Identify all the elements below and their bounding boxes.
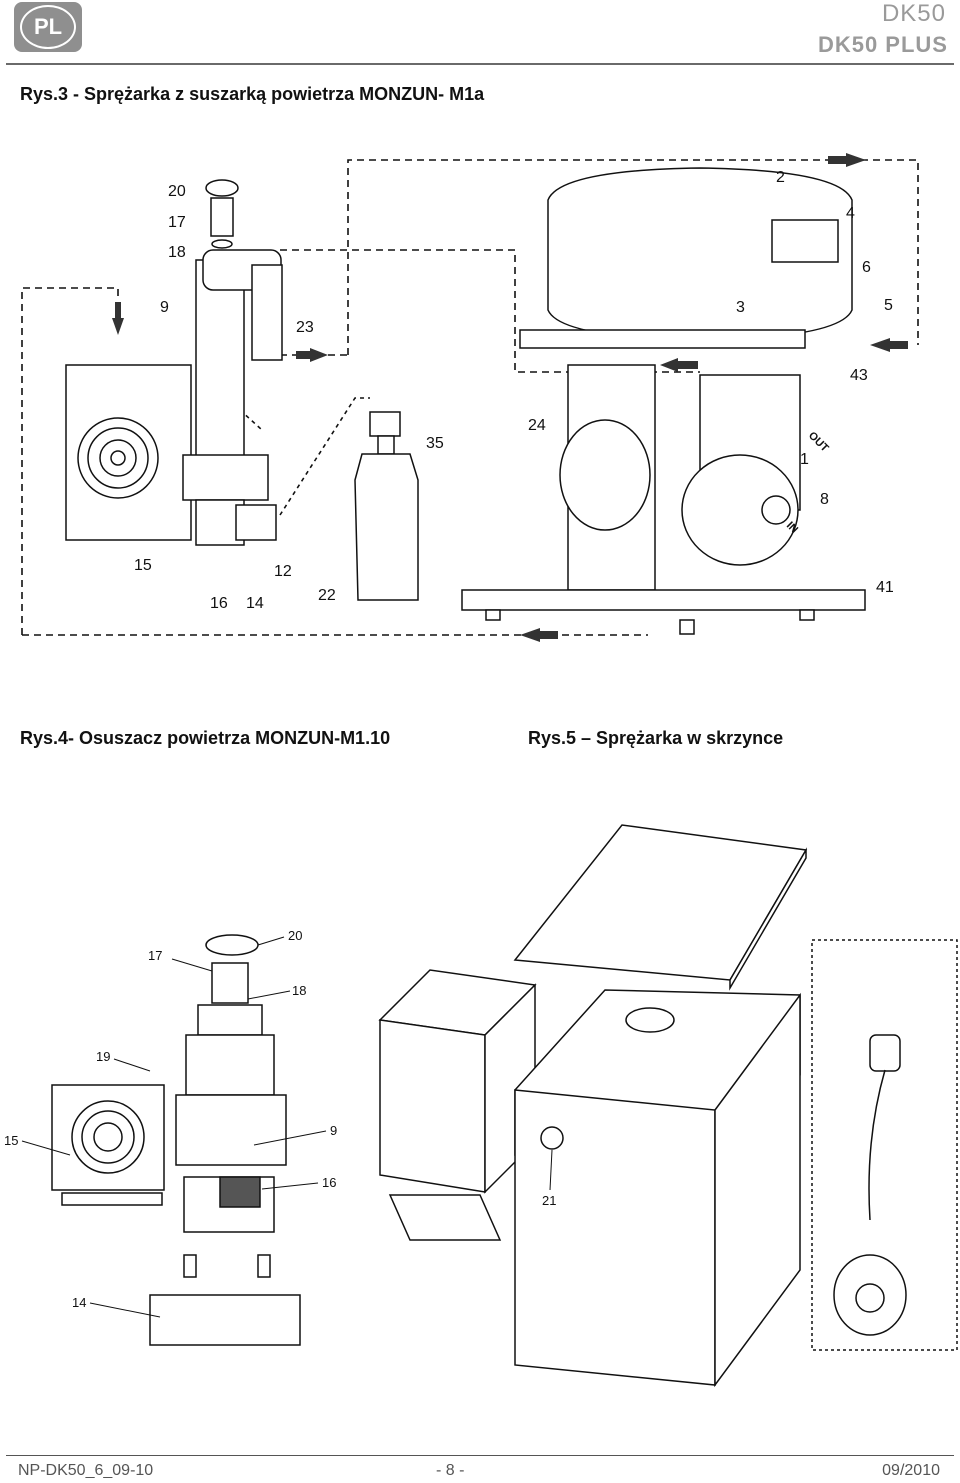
footer-divider bbox=[6, 1455, 954, 1456]
callout-12: 12 bbox=[274, 563, 292, 580]
callout-3: 3 bbox=[736, 299, 745, 316]
callout-20: 20 bbox=[288, 928, 302, 943]
compressor-motor bbox=[681, 454, 799, 566]
pressure-switch bbox=[771, 219, 839, 263]
header-divider bbox=[6, 63, 954, 65]
callout-14: 14 bbox=[72, 1295, 86, 1310]
callout-18: 18 bbox=[292, 983, 306, 998]
callout-20: 20 bbox=[168, 183, 186, 200]
callout-41: 41 bbox=[876, 579, 894, 596]
callout-43: 43 bbox=[850, 367, 868, 384]
language-code: PL bbox=[20, 5, 76, 49]
callout-17: 17 bbox=[168, 214, 186, 231]
callout-19: 19 bbox=[96, 1049, 110, 1064]
cabinet-lid bbox=[513, 824, 808, 981]
callout-4: 4 bbox=[846, 205, 855, 222]
callout-17: 17 bbox=[148, 948, 162, 963]
condensate-bottle bbox=[354, 453, 419, 601]
small-box-front bbox=[379, 1019, 486, 1193]
callout-15: 15 bbox=[4, 1133, 18, 1148]
figure3-title: Rys.3 - Sprężarka z suszarką powietrza M… bbox=[20, 84, 485, 104]
condensate-bottle-cap bbox=[369, 411, 401, 437]
page-number: - 8 - bbox=[436, 1462, 465, 1479]
callout-5: 5 bbox=[884, 297, 893, 314]
model-name-plus: DK50 PLUS bbox=[817, 32, 948, 57]
callout-2: 2 bbox=[776, 169, 785, 186]
model-name: DK50 bbox=[881, 0, 946, 27]
callout-23: 23 bbox=[296, 319, 314, 336]
figure4-drawing: 17 20 18 19 15 9 16 14 bbox=[4, 928, 337, 1346]
dashed-hose-top bbox=[347, 159, 919, 355]
callout-14: 14 bbox=[246, 595, 264, 612]
callout-16: 16 bbox=[322, 1175, 336, 1190]
callout-22: 22 bbox=[318, 587, 336, 604]
callout-15: 15 bbox=[134, 557, 152, 574]
callout-35: 35 bbox=[426, 435, 444, 452]
callout-24: 24 bbox=[528, 417, 546, 434]
dryer-column bbox=[175, 1094, 287, 1166]
figure5-drawing: 21 bbox=[378, 824, 958, 1388]
callout-6: 6 bbox=[862, 259, 871, 276]
document-code: NP-DK50_6_09-10 bbox=[18, 1462, 154, 1479]
filter-cartridge bbox=[210, 197, 234, 237]
filter-cartridge bbox=[211, 962, 249, 1004]
language-badge: PL bbox=[14, 2, 82, 52]
filter-cap bbox=[205, 934, 259, 956]
pressure-gauge bbox=[540, 1126, 564, 1150]
figure5-caption: Rys.5 – Sprężarka w skrzynce bbox=[528, 728, 784, 748]
callout-16: 16 bbox=[210, 595, 228, 612]
compressor-base bbox=[388, 1194, 502, 1241]
out-label: OUT bbox=[806, 430, 831, 455]
callout-21: 21 bbox=[542, 1193, 556, 1208]
callout-9: 9 bbox=[160, 299, 169, 316]
base-plate bbox=[461, 589, 866, 611]
figure4-caption: Rys.4- Osuszacz powietrza MONZUN-M1.10 bbox=[20, 728, 391, 748]
document-date: 09/2010 bbox=[882, 1462, 940, 1479]
callout-18: 18 bbox=[168, 244, 186, 261]
callout-1: 1 bbox=[800, 451, 809, 468]
solenoid-valve-block bbox=[149, 1294, 301, 1346]
figure3-drawing: OUT IN 20 17 18 9 23 15 16 14 12 35 22 2… bbox=[21, 153, 919, 642]
detail-inset bbox=[811, 939, 958, 1351]
dryer-column bbox=[195, 259, 245, 461]
callout-8: 8 bbox=[820, 491, 829, 508]
callout-9: 9 bbox=[330, 1123, 337, 1138]
cabinet-side bbox=[714, 992, 801, 1388]
